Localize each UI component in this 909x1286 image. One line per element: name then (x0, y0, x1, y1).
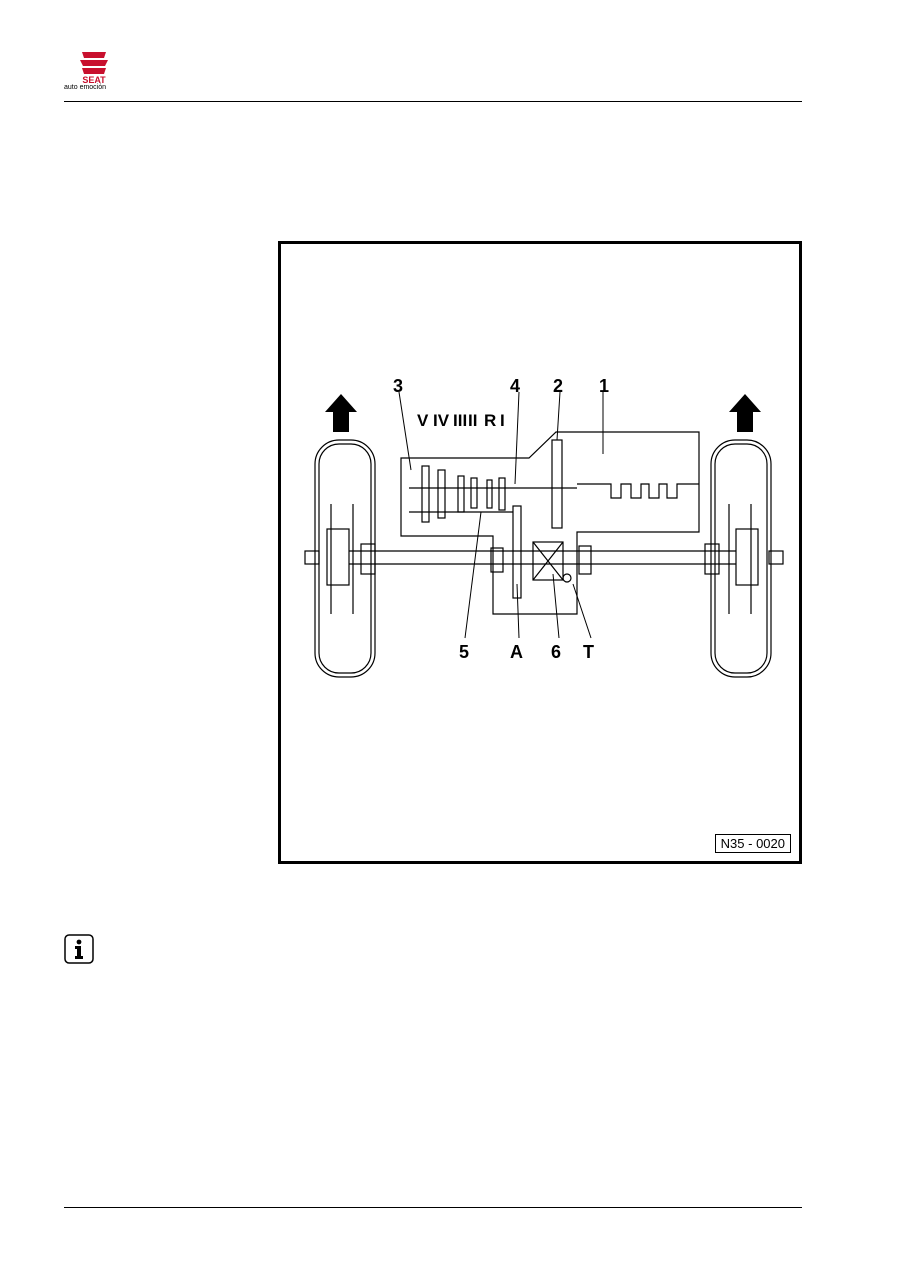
gear-label-v: V (417, 411, 429, 430)
drivetrain-diagram: V IV III II R I 3 4 2 1 5 A 6 T N35 - 00… (278, 241, 802, 864)
callout-t: T (583, 642, 594, 662)
info-icon (64, 934, 94, 964)
gear-labels: V IV III II R I (417, 411, 505, 430)
brand-tagline: auto emoción (64, 84, 107, 91)
callout-a: A (510, 642, 523, 662)
gear-label-iii: III (453, 411, 467, 430)
left-wheel (314, 439, 376, 678)
gearbox-housing (400, 431, 700, 615)
callout-5: 5 (459, 642, 469, 662)
seat-emblem-icon: SEAT (80, 52, 108, 84)
right-wheel (710, 439, 772, 678)
callouts: 3 4 2 1 5 A 6 T (393, 376, 609, 662)
figure-id: N35 - 0020 (714, 834, 791, 853)
callout-6: 6 (551, 642, 561, 662)
drivetrain-diagram-drawing: V IV III II R I 3 4 2 1 5 A 6 T (304, 376, 784, 678)
arrow-up-right-icon (729, 394, 761, 432)
callout-3: 3 (393, 376, 403, 396)
forward-arrows (325, 394, 761, 432)
callout-4: 4 (510, 376, 520, 396)
arrow-up-left-icon (325, 394, 357, 432)
seat-logo: SEAT auto emoción (64, 50, 124, 94)
header-divider (64, 101, 802, 102)
footer-divider (64, 1207, 802, 1208)
gear-label-iv: IV (433, 411, 450, 430)
info-note (64, 934, 94, 964)
callout-1: 1 (599, 376, 609, 396)
gear-label-ii: II (468, 411, 477, 430)
callout-2: 2 (553, 376, 563, 396)
gear-label-i: I (500, 411, 505, 430)
clutch-disc (551, 439, 563, 529)
brand-name: SEAT (82, 75, 106, 84)
gear-label-r: R (484, 411, 496, 430)
